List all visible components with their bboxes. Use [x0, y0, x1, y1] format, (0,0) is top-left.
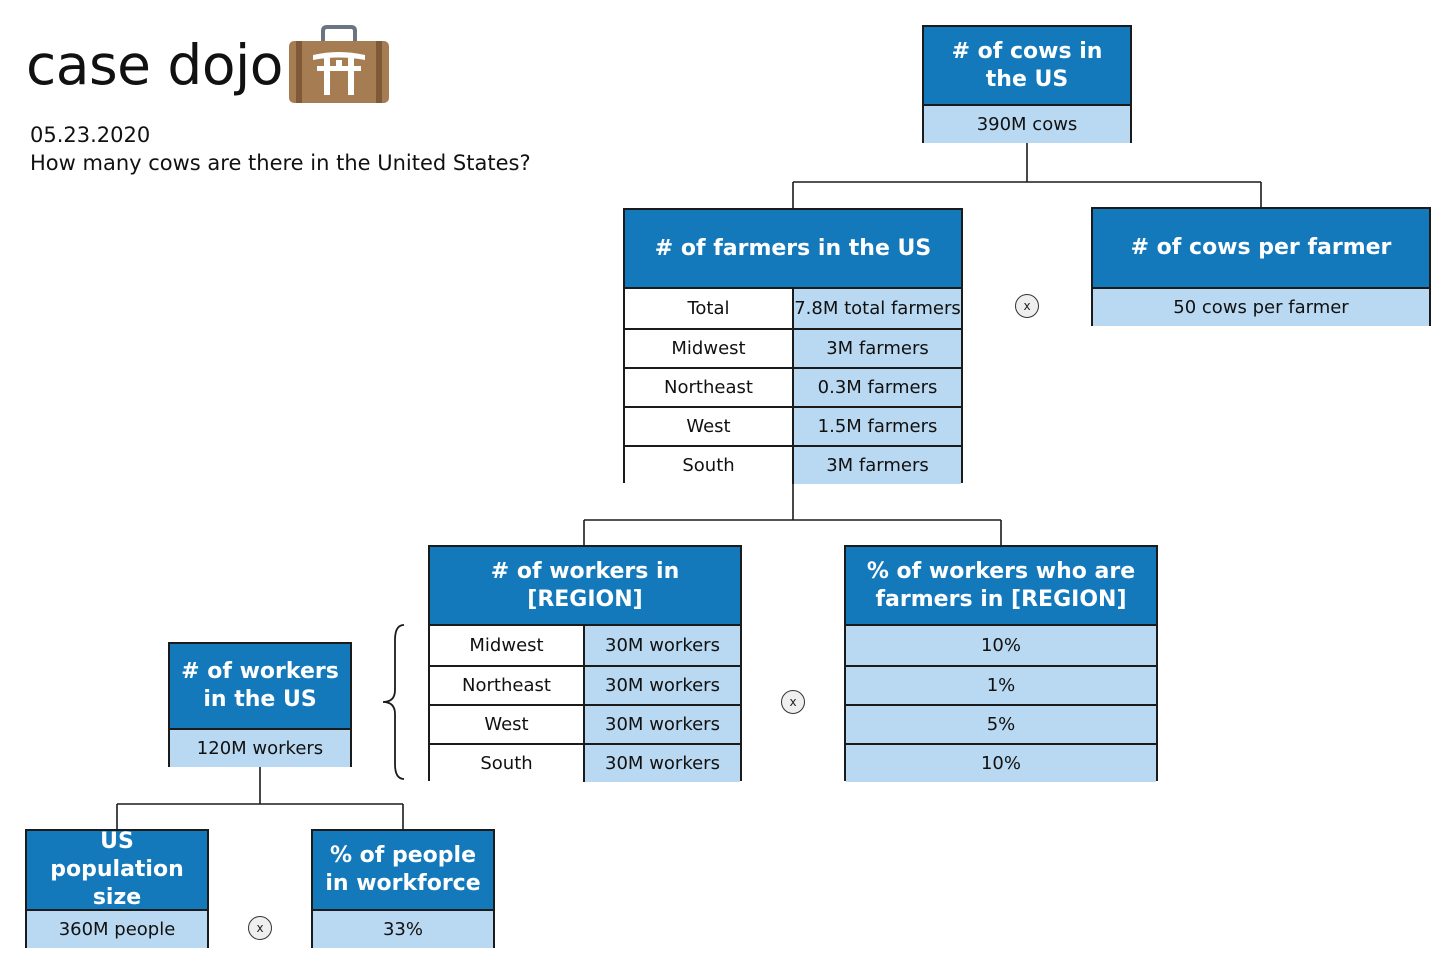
- row-value: 30M workers: [585, 706, 740, 743]
- row-label: Midwest: [430, 626, 585, 665]
- brand-title: case dojo: [26, 33, 283, 97]
- node-population: US population size 360M people: [25, 829, 209, 948]
- node-cows-per-farmer-title: # of cows per farmer: [1093, 209, 1429, 289]
- table-row: Midwest 30M workers: [430, 626, 740, 665]
- torii-briefcase-logo: [287, 25, 391, 109]
- table-row: Total 7.8M total farmers: [625, 289, 961, 328]
- row-value: 1%: [846, 667, 1156, 704]
- row-value: 7.8M total farmers: [794, 289, 961, 328]
- multiply-icon: x: [781, 690, 805, 714]
- multiply-icon: x: [248, 916, 272, 940]
- node-population-title: US population size: [27, 829, 207, 911]
- node-workers-region-title: # of workers in [REGION]: [430, 547, 740, 626]
- node-cows-us: # of cows in the US 390M cows: [922, 25, 1132, 143]
- row-label: Northeast: [430, 667, 585, 704]
- row-label: Total: [625, 289, 794, 328]
- row-value: 1.5M farmers: [794, 408, 961, 445]
- row-value: 0.3M farmers: [794, 369, 961, 406]
- node-pct-farmers: % of workers who are farmers in [REGION]…: [844, 545, 1158, 782]
- table-row: Midwest 3M farmers: [625, 328, 961, 367]
- row-value: 5%: [846, 706, 1156, 743]
- date-label: 05.23.2020: [30, 123, 151, 147]
- node-workers-us-title: # of workers in the US: [170, 644, 350, 730]
- row-label: Northeast: [625, 369, 794, 406]
- table-row: 1%: [846, 665, 1156, 704]
- row-label: Midwest: [625, 330, 794, 367]
- row-label: West: [430, 706, 585, 743]
- table-row: Northeast 30M workers: [430, 665, 740, 704]
- node-cows-per-farmer: # of cows per farmer 50 cows per farmer: [1091, 207, 1431, 326]
- table-row: South 30M workers: [430, 743, 740, 782]
- table-row: 10%: [846, 626, 1156, 665]
- row-label: South: [625, 447, 794, 484]
- node-pct-workforce-value: 33%: [313, 911, 493, 948]
- row-label: West: [625, 408, 794, 445]
- node-pct-workforce-title: % of people in workforce: [313, 831, 493, 911]
- table-row: 10%: [846, 743, 1156, 782]
- node-farmers-us: # of farmers in the US Total 7.8M total …: [623, 208, 963, 484]
- row-value: 10%: [846, 626, 1156, 665]
- node-cows-per-farmer-value: 50 cows per farmer: [1093, 289, 1429, 326]
- multiply-icon: x: [1015, 294, 1039, 318]
- row-value: 30M workers: [585, 745, 740, 782]
- node-pct-workforce: % of people in workforce 33%: [311, 829, 495, 948]
- row-value: 3M farmers: [794, 330, 961, 367]
- table-row: Northeast 0.3M farmers: [625, 367, 961, 406]
- row-value: 3M farmers: [794, 447, 961, 484]
- table-row: South 3M farmers: [625, 445, 961, 484]
- question-text: How many cows are there in the United St…: [30, 151, 531, 175]
- table-row: West 30M workers: [430, 704, 740, 743]
- table-row: 5%: [846, 704, 1156, 743]
- node-workers-us: # of workers in the US 120M workers: [168, 642, 352, 767]
- node-cows-us-value: 390M cows: [924, 106, 1130, 143]
- node-workers-us-value: 120M workers: [170, 730, 350, 767]
- table-row: West 1.5M farmers: [625, 406, 961, 445]
- node-pct-farmers-title: % of workers who are farmers in [REGION]: [846, 547, 1156, 626]
- grouping-brace: [382, 624, 405, 780]
- row-value: 30M workers: [585, 667, 740, 704]
- row-value: 10%: [846, 745, 1156, 782]
- row-label: South: [430, 745, 585, 782]
- row-value: 30M workers: [585, 626, 740, 665]
- node-cows-us-title: # of cows in the US: [924, 27, 1130, 106]
- node-farmers-us-title: # of farmers in the US: [625, 210, 961, 289]
- node-population-value: 360M people: [27, 911, 207, 948]
- node-workers-region: # of workers in [REGION] Midwest 30M wor…: [428, 545, 742, 782]
